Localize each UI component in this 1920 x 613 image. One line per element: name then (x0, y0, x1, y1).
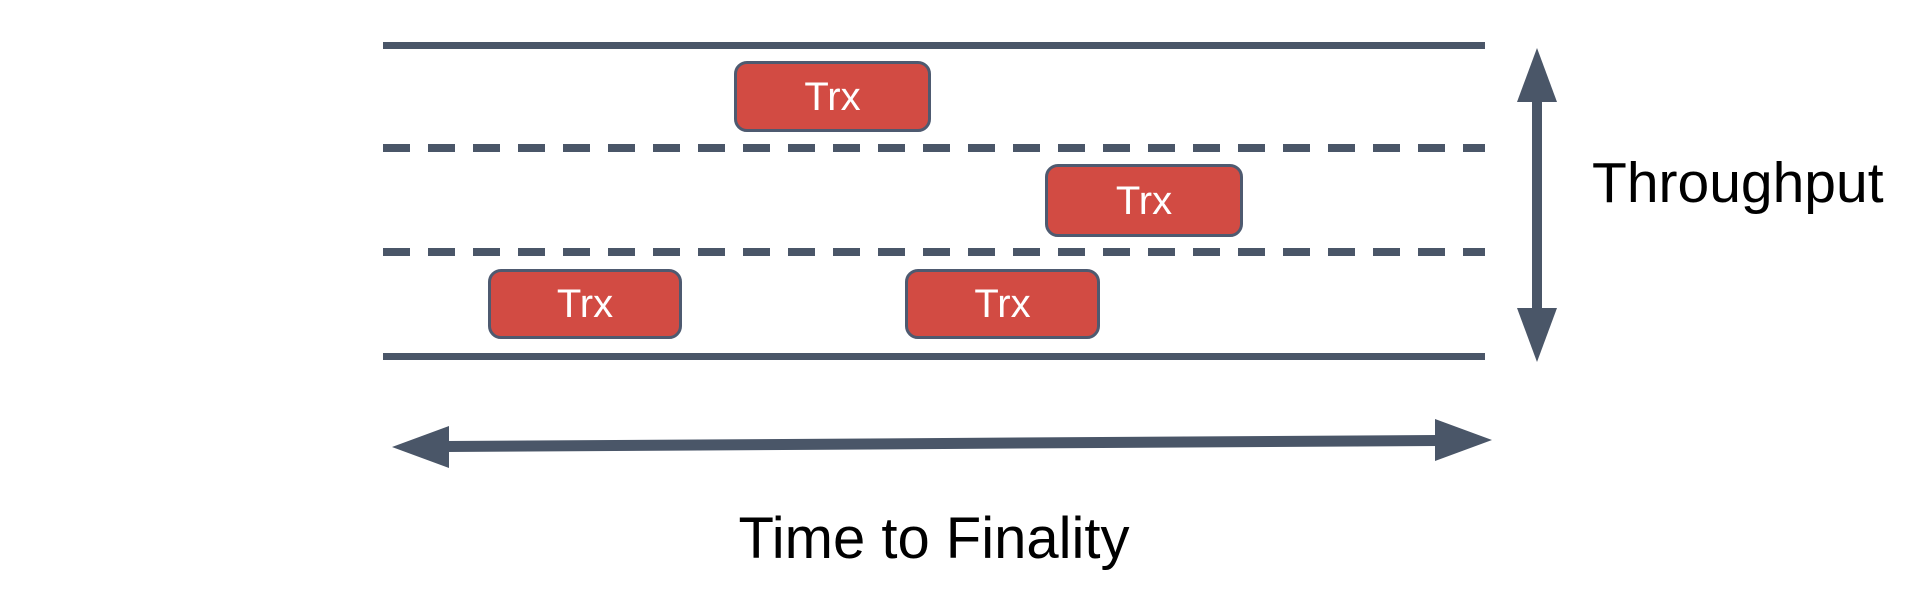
time-to-finality-arrow-shaft (445, 435, 1439, 452)
time-to-finality-arrow-head-right (1435, 419, 1492, 461)
trx-box-middle-lane: Trx (1045, 164, 1243, 237)
trx-label: Trx (1115, 178, 1173, 223)
throughput-arrow (1517, 48, 1557, 362)
trx-label: Trx (804, 74, 861, 119)
throughput-arrow-head-up (1517, 48, 1557, 102)
trx-box-bottom-lane-left: Trx (488, 269, 682, 339)
throughput-label: Throughput (1592, 151, 1884, 215)
time-to-finality-label: Time to Finality (738, 506, 1130, 571)
time-to-finality-arrow (392, 419, 1492, 468)
throughput-arrow-head-down (1517, 308, 1557, 362)
trx-label: Trx (974, 282, 1031, 326)
trx-label: Trx (556, 282, 614, 326)
trx-box-top-lane: Trx (734, 61, 931, 132)
trx-box-bottom-lane-right: Trx (905, 269, 1100, 339)
time-to-finality-arrow-head-left (392, 426, 449, 468)
